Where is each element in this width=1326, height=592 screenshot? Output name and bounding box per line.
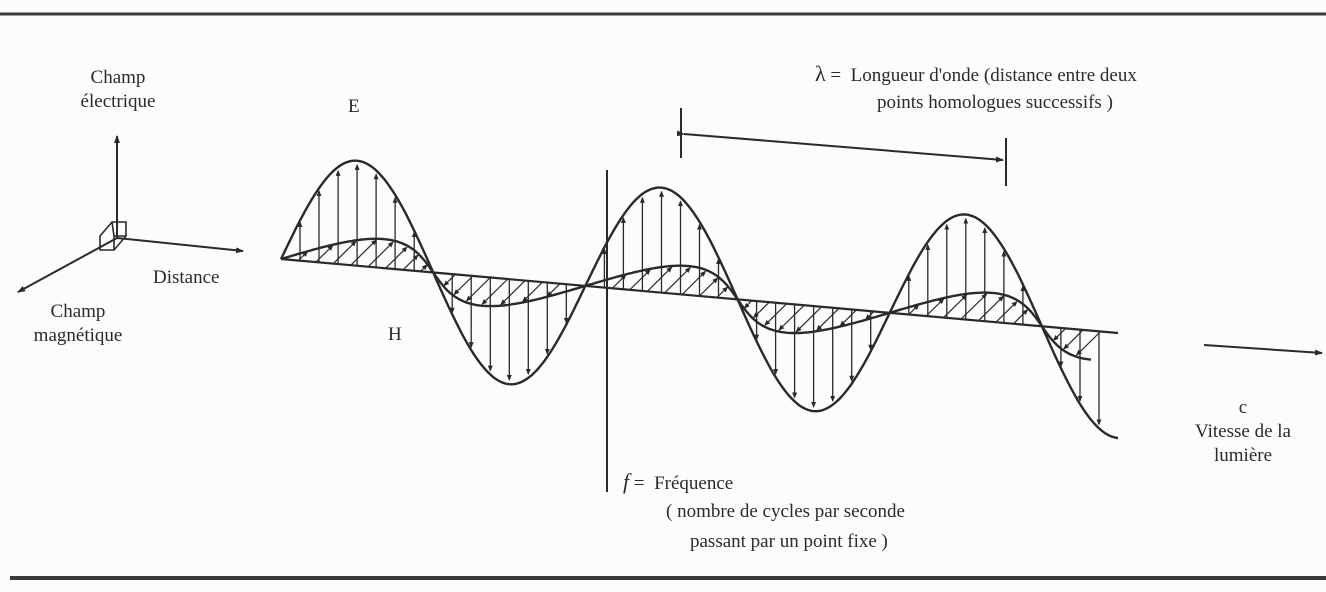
magnetic-field-vector (1012, 308, 1029, 325)
speed-of-light-line1: Vitesse de la (1195, 421, 1291, 442)
magnetic-field-vector (297, 250, 309, 261)
magnetic-field-label: Champ magnétique (20, 300, 136, 348)
magnetic-wave-label: H (388, 324, 402, 345)
magnetic-wave-curve (280, 237, 1092, 361)
axis-triad (17, 135, 244, 293)
magnetic-field-vector (839, 309, 857, 327)
wavelength-equals: = (830, 65, 842, 86)
magnetic-field-vector (315, 244, 334, 263)
electric-field-label: Champ électrique (70, 66, 166, 114)
magnetic-field-vector (385, 246, 408, 269)
distance-label: Distance (153, 267, 220, 288)
magnetic-field-vector (743, 300, 753, 309)
wavelength-description-line2: points homologues successifs ) (877, 92, 1113, 113)
magnetic-field-wave (280, 237, 1102, 361)
magnetic-field-vector (367, 241, 394, 268)
magnetic-field-label-line1: Champ (50, 301, 106, 322)
magnetic-field-label-line2: magnétique (33, 325, 123, 346)
magnetic-field-vector (664, 266, 691, 294)
speed-of-light-arrow (1203, 344, 1323, 356)
wavelength-dimension-arrow (676, 130, 1004, 163)
magnetic-field-vector (332, 240, 357, 265)
electric-field-label-line1: Champ (90, 67, 146, 88)
frequency-symbol: f (623, 469, 630, 494)
electric-wave-curve (279, 159, 1119, 440)
magnetic-field-vector (546, 283, 561, 298)
magnetic-field-vector (752, 301, 770, 319)
magnetic-field-vector (925, 298, 945, 317)
speed-of-light-line2: lumière (1213, 445, 1273, 466)
magnetic-field-vector (764, 303, 788, 326)
speed-of-light-symbol: c (1238, 397, 1248, 418)
magnetic-field-vector (716, 286, 729, 298)
magnetic-field-vector (521, 281, 544, 303)
electric-field-wave (279, 159, 1119, 440)
magnetic-field-vector (795, 306, 823, 333)
electric-wave-label: E (348, 96, 360, 117)
magnetic-field-vector (699, 277, 719, 297)
magnetic-field-vector (816, 307, 840, 331)
wavelength-label: λ = Longueur d'onde (distance entre deux (815, 62, 1137, 88)
magnetic-field-vector (908, 304, 920, 315)
frequency-equals: = (633, 473, 645, 494)
wavelength-dimension (676, 108, 1007, 186)
magnetic-field-vector (402, 254, 419, 271)
magnetic-field-vector (960, 293, 988, 320)
magnetic-field-vector (1063, 329, 1084, 350)
magnetic-field-vector (943, 294, 968, 319)
frequency-description-line1: ( nombre de cycles par seconde (666, 501, 905, 522)
magnetic-field-vector (629, 269, 651, 291)
magnetic-field-vector (611, 274, 627, 289)
magnetic-field-vector (778, 304, 805, 331)
speed-of-light-label: c Vitesse de la lumière (1178, 396, 1308, 468)
frequency-label: f = Fréquence (623, 470, 733, 496)
magnetic-field-vector (995, 300, 1018, 323)
propagation-axis (280, 257, 1119, 335)
magnetic-field-vector (465, 277, 491, 302)
magnetic-field-vector (1075, 331, 1102, 356)
magnetic-field-vector (646, 266, 673, 292)
magnetic-axis-arrow (17, 237, 118, 293)
electric-field-label-line2: électrique (80, 91, 156, 112)
frequency-description-line2: passant par un point fixe ) (690, 531, 888, 552)
origin-box-icon (99, 221, 127, 251)
magnetic-field-vector (1052, 327, 1067, 342)
magnetic-field-vector (978, 295, 1005, 322)
magnetic-field-vector (443, 273, 456, 287)
wavelength-description-line1: Longueur d'onde (distance entre deux (850, 65, 1137, 86)
magnetic-field-vector (420, 264, 428, 272)
frequency-name: Fréquence (654, 473, 734, 494)
distance-axis-arrow (116, 237, 244, 254)
magnetic-field-vector (350, 239, 377, 266)
magnetic-field-vector (500, 280, 526, 306)
magnetic-field-vector (453, 275, 474, 296)
wavelength-symbol: λ (815, 61, 826, 86)
magnetic-field-vector (481, 278, 509, 306)
magnetic-field-vector (864, 310, 875, 321)
magnetic-field-vector (681, 270, 707, 295)
